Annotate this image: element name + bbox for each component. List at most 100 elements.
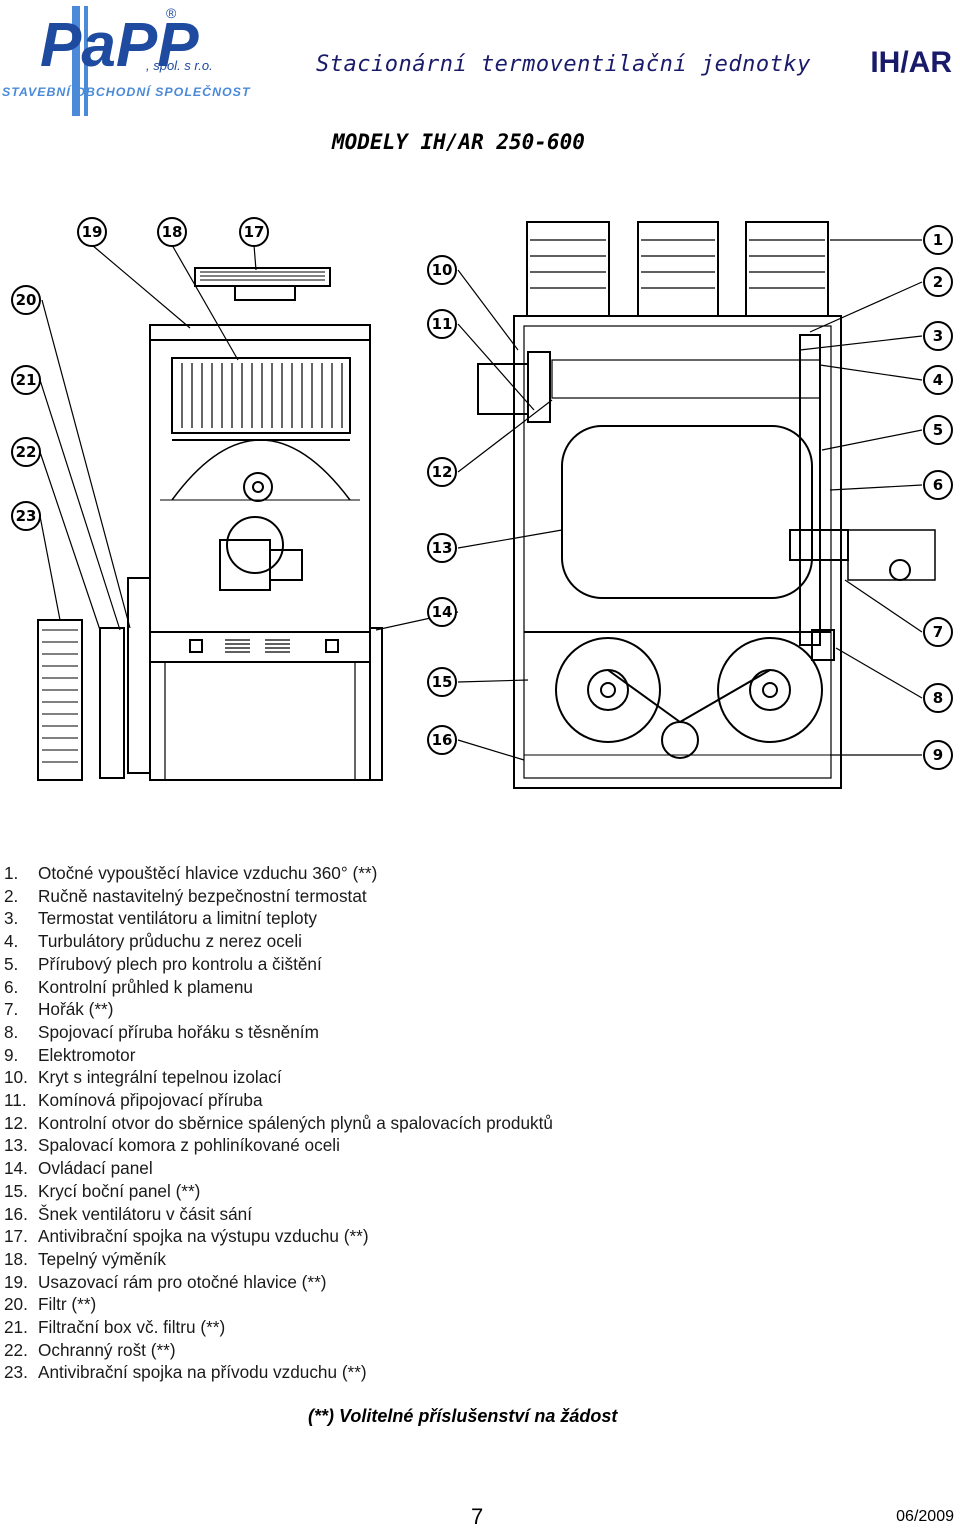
legend-num: 22. [4,1339,28,1360]
logo-tagline: STAVEBNÍ OBCHODNÍ SPOLEČNOST [2,84,251,99]
legend-item: 17. Antivibrační spojka na výstupu vzduch… [4,1225,553,1248]
unit-drawing: 19 18 17 20 21 22 23 10 11 12 13 14 15 1… [11,217,953,789]
legend-item: 10. Kryt s integrální tepelnou izolací [4,1066,553,1089]
callout-23: 23 [16,507,37,525]
legend-num: 11. [4,1090,27,1111]
legend-num: 3. [4,908,19,929]
legend-item: 15. Krycí boční panel (**) [4,1180,553,1203]
legend-num: 10. [4,1067,28,1088]
front-view-unit [37,267,383,781]
callout-8: 8 [933,689,943,707]
callout-22: 22 [16,443,37,461]
models-subtitle: MODELY IH/AR 250-600 [332,130,585,154]
legend-num: 17. [4,1226,28,1247]
callout-20: 20 [16,291,37,309]
legend-text: Kontrolní průhled k plamenu [38,976,253,997]
callout-15: 15 [432,673,453,691]
legend-item: 16. Šnek ventilátoru v čásit sání [4,1203,553,1226]
leader-lines [39,239,923,761]
legend-item: 1. Otočné vypouštěcí hlavice vzduchu 360°… [4,862,553,885]
logo-mark [72,6,88,116]
legend-text: Turbulátory průduchu z nerez oceli [38,931,302,952]
legend-text: Termostat ventilátoru a limitní teploty [38,908,317,929]
legend-num: 6. [4,976,19,997]
legend-item: 2.Ručně nastavitelný bezpečnostní termos… [4,885,553,908]
legend-text: Krycí boční panel (**) [38,1180,201,1201]
callout-9: 9 [933,746,943,764]
legend-text: Ovládací panel [38,1158,153,1179]
legend-text: Kontrolní otvor do sběrnice spálených pl… [38,1112,553,1133]
legend-num: 9. [4,1044,19,1065]
legend-num: 16. [4,1203,28,1224]
legend-item: 5. Přírubový plech pro kontrolu a čištění [4,953,553,976]
callout-13: 13 [432,539,453,557]
company-logo: PaPP ® , spol. s r.o. STAVEBNÍ OBCHODNÍ … [2,5,251,116]
accessory-footnote: (**) Volitelné příslušenství na žádost [308,1406,618,1426]
legend-num: 14. [4,1158,28,1179]
callout-5: 5 [933,421,943,439]
callout-14: 14 [432,603,453,621]
callout-17: 17 [244,223,265,241]
legend-text: Ručně nastavitelný bezpečnostní termosta… [38,885,367,906]
legend-text: Přírubový plech pro kontrolu a čištění [38,953,322,974]
legend-num: 5. [4,953,19,974]
legend-num: 19. [4,1271,28,1292]
callout-16: 16 [432,731,453,749]
legend-item: 12. Kontrolní otvor do sběrnice spálených… [4,1112,553,1135]
logo-registered: ® [166,5,177,21]
callout-7: 7 [933,623,943,641]
callout-10: 10 [432,261,453,279]
callout-2: 2 [933,273,943,291]
legend-num: 21. [4,1317,28,1338]
legend-text: Filtr (**) [38,1294,97,1315]
legend-text: Antivibrační spojka na výstupu vzduchu (… [38,1226,369,1247]
legend-text: Šnek ventilátoru v čásit sání [38,1203,252,1224]
legend-item: 19.Usazovací rám pro otočné hlavice (**) [4,1271,553,1294]
callout-4: 4 [933,371,943,389]
legend-item: 20.Filtr (**) [4,1293,553,1316]
legend-item: 4. Turbulátory průduchu z nerez oceli [4,930,553,953]
legend-num: 18. [4,1248,28,1269]
page-number: 7 [471,1504,484,1529]
legend-item: 6. Kontrolní průhled k plamenu [4,976,553,999]
legend-num: 1. [4,863,19,883]
legend-item: 7.Hořák (**) [4,998,553,1021]
callout-3: 3 [933,327,943,345]
legend-text: Tepelný výměník [38,1248,167,1269]
legend-num: 4. [4,931,19,952]
legend-item: 22. Ochranný rošt (**) [4,1339,553,1362]
callout-21: 21 [16,371,37,389]
legend-text: Elektromotor [38,1044,136,1065]
legend-num: 15. [4,1180,28,1201]
header-title: Stacionární termoventilační jednotky [316,52,811,77]
callout-19: 19 [82,223,103,241]
legend-text: Otočné vypouštěcí hlavice vzduchu 360° (… [38,863,378,883]
callout-1: 1 [933,231,943,249]
logo-suffix: , spol. s r.o. [146,58,213,73]
callout-12: 12 [432,463,453,481]
legend-text: Komínová připojovací příruba [38,1090,263,1111]
legend-text: Hořák (**) [38,999,114,1020]
legend-text: Antivibrační spojka na přívodu vzduchu (… [38,1362,367,1383]
logo-brand: PaPP [40,11,199,80]
legend-num: 23. [4,1362,28,1383]
parts-legend: 1. Otočné vypouštěcí hlavice vzduchu 360°… [4,862,553,1384]
legend-item: 8.Spojovací příruba hořáku s těsněním [4,1021,553,1044]
callout-11: 11 [432,315,453,333]
callout-circles [11,217,953,770]
legend-item: 3. Termostat ventilátoru a limitní teplot… [4,907,553,930]
legend-num: 13. [4,1135,28,1156]
page-date: 06/2009 [896,1508,954,1525]
legend-text: Filtrační box vč. filtru (**) [38,1317,226,1338]
legend-num: 12. [4,1112,28,1133]
legend-item: 18. Tepelný výměník [4,1248,553,1271]
callout-6: 6 [933,476,943,494]
legend-item: 14. Ovládací panel [4,1157,553,1180]
legend-item: 23. Antivibrační spojka na přívodu vzduch… [4,1361,553,1384]
legend-item: 21. Filtrační box vč. filtru (**) [4,1316,553,1339]
legend-item: 9. Elektromotor [4,1044,553,1067]
header-code: IH/AR [870,46,952,79]
legend-text: Ochranný rošt (**) [38,1339,176,1360]
callout-18: 18 [162,223,183,241]
legend-text: Kryt s integrální tepelnou izolací [38,1067,282,1088]
